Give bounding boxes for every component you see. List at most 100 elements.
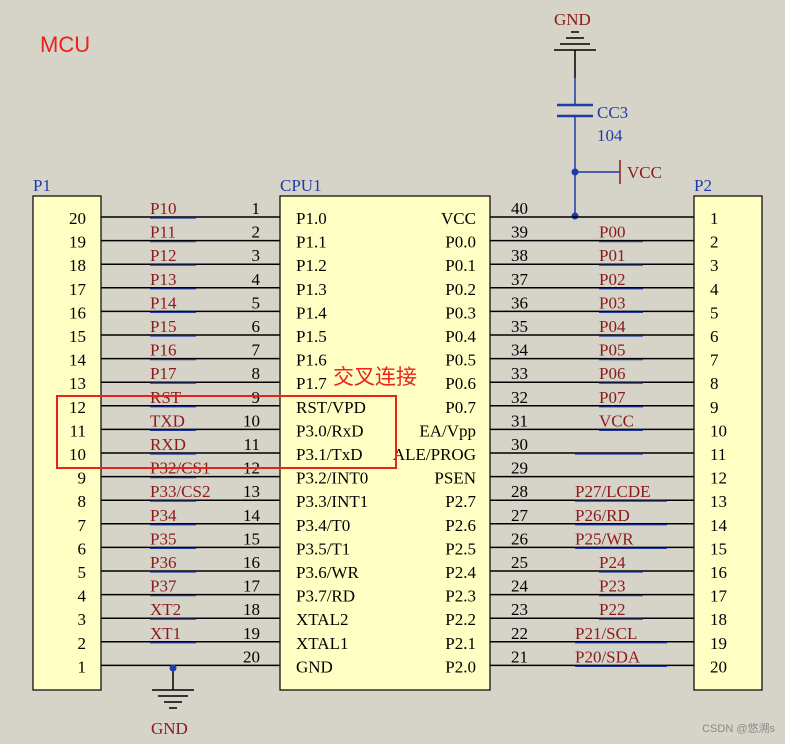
cpu-right-pin-number: 24 [511,577,529,596]
cpu-right-pin-name: P2.4 [445,563,476,582]
cpu-left-pin-number: 3 [252,246,261,265]
cpu-left-pin-number: 7 [252,341,261,360]
cpu-right-pin-number: 31 [511,411,528,430]
cpu-right-pin-number: 32 [511,388,528,407]
cpu-right-pin-name: ALE/PROG [393,445,476,464]
net-label-left: P14 [150,293,177,312]
cpu-right-pin-name: P2.5 [445,539,476,558]
cpu-left-pin-number: 1 [252,199,261,218]
cpu-right-pin-number: 28 [511,482,528,501]
capacitor-ref: CC3 [597,103,628,122]
cpu-left-pin-name: P3.2/INT0 [296,469,368,488]
cpu-body [279,195,491,691]
cpu-left-pin-name: P1.2 [296,256,327,275]
net-label-left: P11 [150,223,176,242]
cpu-left-pin-number: 17 [243,577,261,596]
cpu-right-pin-number: 35 [511,317,528,336]
net-label-left: P37 [150,577,177,596]
cpu-right-pin-number: 36 [511,293,528,312]
cpu-left-pin-number: 15 [243,529,260,548]
net-label-right: P27/LCDE [575,482,651,501]
cpu-left-pin-number: 5 [252,293,261,312]
p2-pin-number: 5 [710,303,719,322]
cpu-left-pin-name: P3.3/INT1 [296,492,368,511]
net-label-right: VCC [599,411,634,430]
p1-pin-number: 8 [78,492,87,511]
p2-pin-number: 15 [710,539,727,558]
cpu-right-pin-number: 30 [511,435,528,454]
p2-pin-number: 14 [710,516,728,535]
cpu-left-pin-number: 6 [252,317,261,336]
cpu-right-pin-name: P0.2 [445,280,476,299]
cpu-right-pin-name: P0.5 [445,351,476,370]
p1-pin-number: 13 [69,374,86,393]
net-label-right: P03 [599,293,625,312]
cpu-left-pin-number: 20 [243,647,260,666]
p1-pin-number: 5 [78,563,87,582]
cpu-right-pin-number: 40 [511,199,528,218]
net-label-right: P04 [599,317,626,336]
net-label-left: P33/CS2 [150,482,210,501]
cpu-left-pin-name: P1.5 [296,327,327,346]
cpu-left-pin-number: 9 [252,388,261,407]
cpu-left-pin-name: P1.4 [296,303,327,322]
capacitor-value: 104 [597,126,623,145]
junction-dot [571,168,579,176]
net-label-left: P15 [150,317,176,336]
p1-pin-number: 7 [78,516,87,535]
cpu-right-pin-number: 27 [511,506,529,525]
p2-pin-number: 18 [710,610,727,629]
p2-pin-number: 2 [710,233,719,252]
net-label-right: P07 [599,388,626,407]
p2-pin-number: 1 [710,209,719,228]
cpu-right-pin-name: P2.6 [445,516,476,535]
p2-pin-number: 9 [710,398,719,417]
p1-pin-number: 15 [69,327,86,346]
cpu-left-pin-name: P3.0/RxD [296,421,364,440]
p2-pin-number: 17 [710,587,728,606]
cpu-right-pin-name: P0.7 [445,398,476,417]
cpu-left-pin-name: P1.3 [296,280,327,299]
p1-pin-number: 20 [69,209,86,228]
p1-pin-number: 1 [78,657,87,676]
cpu-left-pin-number: 8 [252,364,261,383]
cpu-left-pin-number: 13 [243,482,260,501]
diagram-title: MCU [40,32,90,57]
p1-pin-number: 6 [78,539,87,558]
cpu-right-pin-number: 23 [511,600,528,619]
p1-pin-number: 2 [78,634,87,653]
net-label-left: XT2 [150,600,181,619]
cpu-left-pin-name: XTAL1 [296,634,348,653]
cpu-right-pin-name: PSEN [434,469,476,488]
net-label-right: P25/WR [575,529,634,548]
p2-pin-number: 4 [710,280,719,299]
cpu-right-pin-name: P0.0 [445,233,476,252]
net-label-left: P17 [150,364,177,383]
p1-pin-number: 16 [69,303,86,322]
cpu-left-pin-name: P1.6 [296,351,327,370]
p1-pin-number: 9 [78,469,87,488]
cpu-right-pin-name: EA/Vpp [419,421,476,440]
cpu-right-pin-name: P2.1 [445,634,476,653]
net-label-left: P12 [150,246,176,265]
cpu-left-pin-name: P3.6/WR [296,563,359,582]
cpu-left-pin-number: 10 [243,411,260,430]
p2-pin-number: 11 [710,445,726,464]
cpu-left-pin-name: P3.7/RD [296,587,355,606]
p2-pin-number: 8 [710,374,719,393]
net-label-left: RXD [150,435,186,454]
cpu-right-pin-name: P2.0 [445,657,476,676]
p2-pin-number: 13 [710,492,727,511]
junction-dot [571,212,579,220]
net-label-right: P00 [599,223,625,242]
cpu-right-pin-name: VCC [441,209,476,228]
crossover-highlight-box [56,395,397,469]
net-label-left: P34 [150,506,177,525]
cpu-left-pin-number: 11 [244,435,260,454]
junction-dot [169,664,177,672]
cpu-right-pin-number: 38 [511,246,528,265]
p1-pin-number: 18 [69,256,86,275]
p1-pin-number: 11 [70,421,86,440]
net-label-right: P24 [599,553,626,572]
